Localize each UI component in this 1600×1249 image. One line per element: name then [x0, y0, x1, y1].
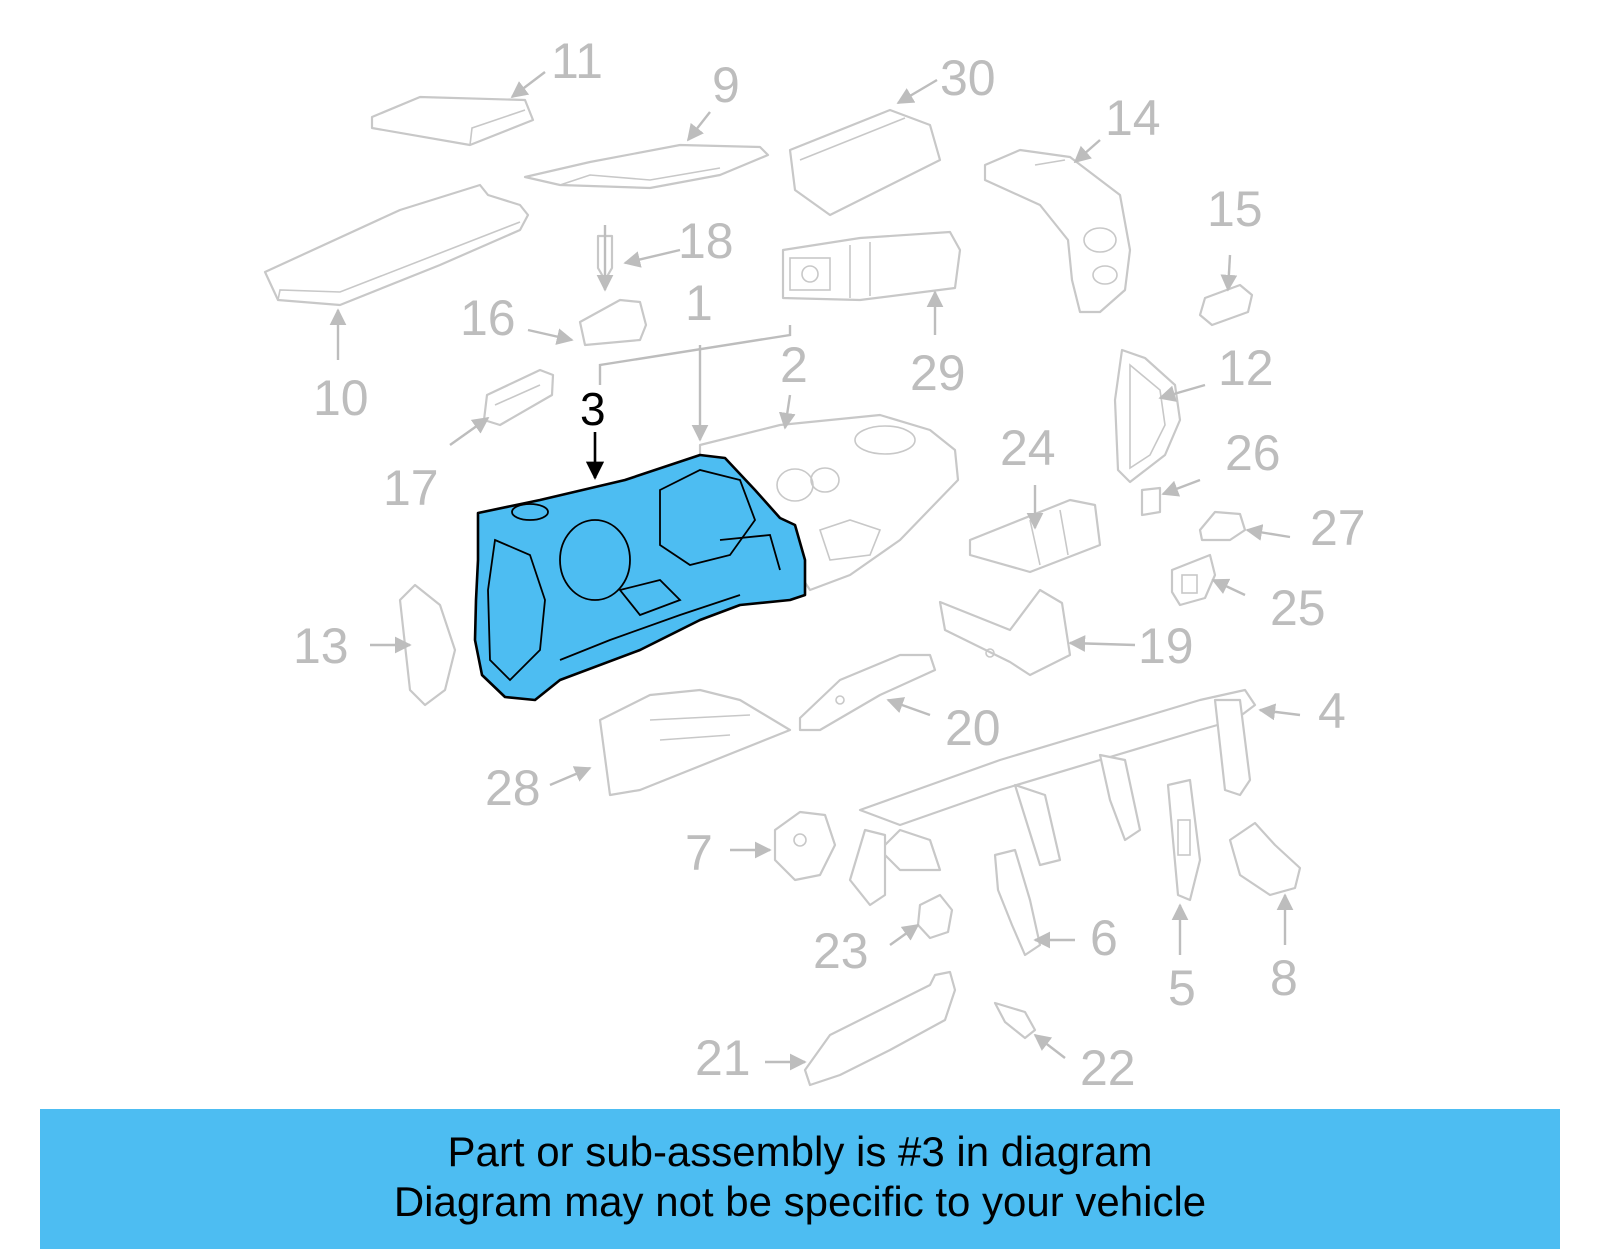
part-3-highlighted-shape	[473, 453, 807, 702]
part-20-shape	[798, 653, 937, 732]
part-27-shape	[1198, 510, 1247, 542]
part-9-shape	[523, 143, 770, 190]
part-4-shape	[848, 688, 1257, 907]
callout-5: 5	[1168, 960, 1196, 1016]
part-26-shape	[1140, 486, 1162, 517]
callout-28: 28	[485, 760, 541, 816]
callout-20: 20	[945, 700, 1001, 756]
callout-23: 23	[813, 923, 869, 979]
callout-8: 8	[1270, 950, 1298, 1006]
part-23-shape	[916, 893, 954, 940]
callout-11: 11	[551, 33, 603, 89]
part-28-shape	[598, 688, 792, 797]
leader-lines	[329, 71, 1301, 1071]
part-21-shape	[803, 970, 957, 1087]
part-11-shape	[370, 95, 535, 147]
part-15-shape	[1198, 283, 1254, 327]
part-30-shape	[788, 108, 942, 217]
callout-30: 30	[940, 50, 996, 106]
part-19-shape	[938, 588, 1072, 677]
callout-labels: 11 9 30 14 15 18 1 16 2 12 29 10 3 24 26…	[293, 33, 1366, 1096]
callout-24: 24	[1000, 420, 1056, 476]
callout-1: 1	[685, 275, 713, 331]
callout-29: 29	[910, 345, 966, 401]
callout-6: 6	[1090, 910, 1118, 966]
part-22-shape	[993, 1001, 1037, 1040]
part-10-shape	[263, 183, 530, 307]
callout-16: 16	[460, 290, 516, 346]
callout-12: 12	[1218, 340, 1274, 396]
callout-19: 19	[1138, 618, 1194, 674]
callout-10: 10	[313, 370, 369, 426]
part-7-shape	[773, 810, 837, 882]
callout-17: 17	[383, 460, 439, 516]
part-6-shape	[993, 848, 1042, 957]
banner-line-1: Part or sub-assembly is #3 in diagram	[447, 1128, 1153, 1175]
callout-15: 15	[1207, 181, 1263, 237]
callout-25: 25	[1270, 580, 1326, 636]
callout-9: 9	[712, 57, 740, 113]
part-13-shape	[398, 583, 457, 707]
callout-18: 18	[678, 213, 734, 269]
callout-4: 4	[1318, 683, 1346, 739]
callout-7: 7	[685, 825, 713, 881]
part-12-shape	[1113, 348, 1182, 484]
callout-26: 26	[1225, 425, 1281, 481]
part-17-shape	[482, 368, 555, 427]
part-8-shape	[1228, 821, 1302, 897]
info-banner: Part or sub-assembly is #3 in diagram Di…	[40, 1109, 1560, 1249]
callout-13: 13	[293, 618, 349, 674]
callout-3: 3	[580, 383, 606, 435]
callout-14: 14	[1105, 90, 1161, 146]
part-5-shape	[1166, 778, 1202, 902]
part-14-shape	[983, 148, 1132, 314]
callout-27: 27	[1310, 500, 1366, 556]
callout-22: 22	[1080, 1040, 1136, 1096]
banner-line-2: Diagram may not be specific to your vehi…	[393, 1178, 1207, 1225]
callout-21: 21	[695, 1030, 751, 1086]
part-29-shape	[781, 230, 962, 302]
part-16-shape	[578, 298, 648, 347]
callout-2: 2	[780, 337, 808, 393]
part-25-shape	[1170, 553, 1217, 607]
